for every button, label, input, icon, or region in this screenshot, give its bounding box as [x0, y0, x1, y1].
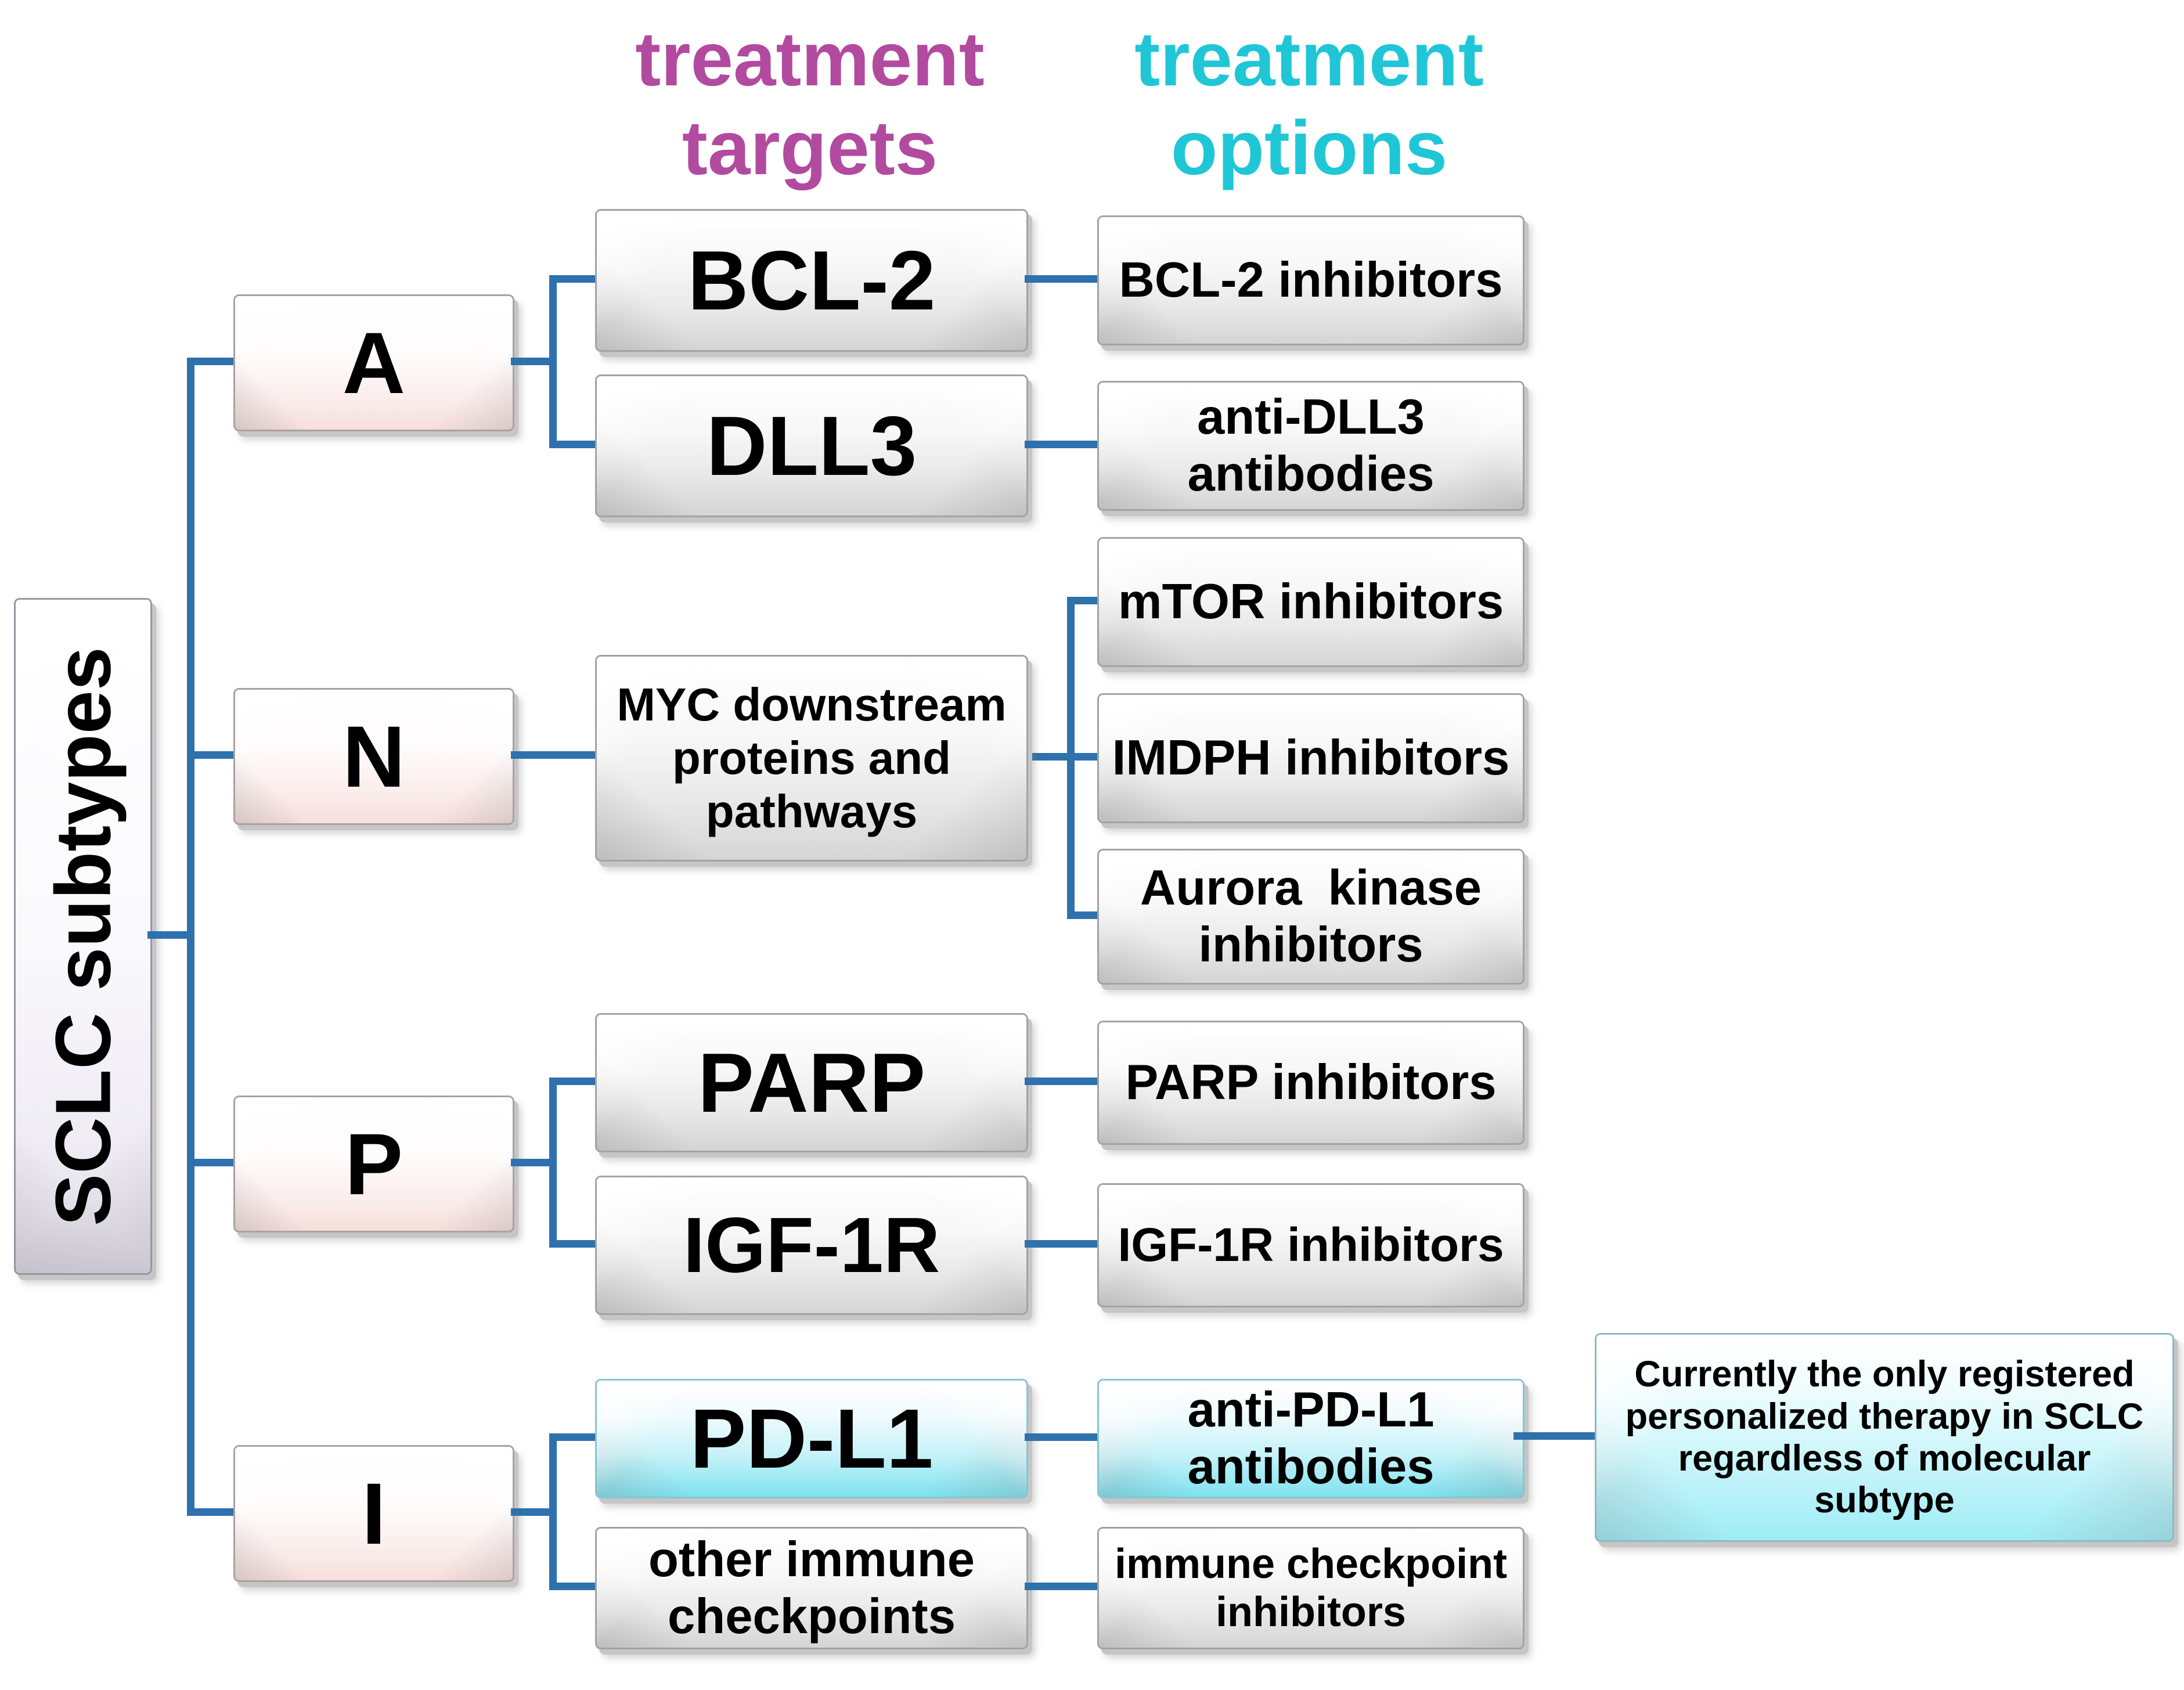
option-label-igf1r-inhibitors: IGF-1R inhibitors [1118, 1218, 1504, 1271]
subtype-label-p: P [344, 1115, 403, 1213]
option-box-igf1r-inhibitors: IGF-1R inhibitors [1097, 1183, 1525, 1307]
target-label-myc: MYC downstream proteins and pathways [617, 679, 1007, 837]
connector-bcl2-to-option [1025, 275, 1097, 283]
target-label-parp: PARP [697, 1035, 926, 1130]
subtype-box-i: I [233, 1445, 514, 1582]
connector-trunk [187, 358, 194, 1516]
connector-n-to-mtor [1067, 597, 1097, 604]
target-box-pdl1: PD-L1 [595, 1379, 1028, 1498]
option-box-anti-dll3-antibodies: anti-DLL3 antibodies [1097, 381, 1525, 511]
subtype-box-n: N [233, 688, 514, 825]
option-label-parp-inhibitors: PARP inhibitors [1125, 1055, 1497, 1111]
annotation-note-box: Currently the only registered personaliz… [1595, 1333, 2174, 1542]
connector-trunk-to-n [187, 751, 233, 759]
connector-p-out [511, 1159, 557, 1166]
target-box-igf1r: IGF-1R [595, 1176, 1028, 1315]
option-box-bcl2-inhibitors: BCL-2 inhibitors [1097, 215, 1525, 345]
connector-trunk-to-p [187, 1159, 233, 1166]
target-box-other-checkpoints: other immune checkpoints [595, 1527, 1028, 1649]
connector-dll3-to-option [1025, 441, 1097, 448]
option-box-aurora-kinase-inhibitors: Aurora kinase inhibitors [1097, 849, 1525, 985]
connector-myc-out [1025, 753, 1075, 761]
option-label-immune-checkpoint-inhibitors: immune checkpoint inhibitors [1114, 1540, 1508, 1635]
option-label-mtor-inhibitors: mTOR inhibitors [1118, 574, 1504, 630]
root-box-sclc-subtypes: SCLC subtypes [14, 598, 152, 1275]
option-box-imdph-inhibitors: IMDPH inhibitors [1097, 693, 1525, 823]
connector-p-to-parp [549, 1078, 595, 1085]
subtype-label-i: I [362, 1464, 386, 1562]
connector-i-to-pdl1 [549, 1433, 595, 1441]
connector-n-to-aurora [1067, 911, 1097, 919]
option-label-anti-dll3-antibodies: anti-DLL3 antibodies [1187, 390, 1435, 502]
connector-n-to-imdph [1067, 753, 1097, 761]
header-treatment-options-text: treatment options [1134, 16, 1484, 191]
subtype-box-p: P [233, 1096, 514, 1233]
target-box-bcl2: BCL-2 [595, 209, 1028, 352]
connector-antipdl1-to-note [1513, 1432, 1595, 1440]
header-treatment-targets-text: treatment targets [635, 16, 985, 191]
option-label-imdph-inhibitors: IMDPH inhibitors [1112, 730, 1510, 786]
connector-igf1r-to-option [1025, 1240, 1097, 1248]
target-label-pdl1: PD-L1 [690, 1391, 934, 1486]
target-box-myc: MYC downstream proteins and pathways [595, 655, 1028, 862]
connector-i-out [511, 1508, 557, 1516]
connector-a-to-bcl2 [549, 275, 595, 283]
option-label-anti-pdl1-antibodies: anti-PD-L1 antibodies [1187, 1382, 1435, 1494]
annotation-note-text: Currently the only registered personaliz… [1625, 1354, 2144, 1521]
option-box-immune-checkpoint-inhibitors: immune checkpoint inhibitors [1097, 1527, 1525, 1649]
option-label-bcl2-inhibitors: BCL-2 inhibitors [1119, 253, 1503, 308]
target-label-igf1r: IGF-1R [683, 1201, 940, 1289]
option-box-parp-inhibitors: PARP inhibitors [1097, 1021, 1525, 1145]
connector-p-junction [549, 1078, 557, 1248]
subtype-box-a: A [233, 294, 514, 431]
connector-a-out [511, 358, 557, 365]
target-box-dll3: DLL3 [595, 374, 1028, 517]
header-treatment-options: treatment options [1097, 15, 1521, 192]
option-label-aurora-kinase-inhibitors: Aurora kinase inhibitors [1140, 860, 1482, 972]
target-box-parp: PARP [595, 1013, 1028, 1152]
connector-other-to-option [1025, 1583, 1097, 1590]
subtype-label-a: A [342, 314, 406, 412]
connector-p-to-igf1r [549, 1240, 595, 1248]
option-box-anti-pdl1-antibodies: anti-PD-L1 antibodies [1097, 1379, 1525, 1498]
connector-parp-to-option [1025, 1078, 1097, 1085]
target-label-bcl2: BCL-2 [687, 233, 936, 327]
connector-root-to-trunk [147, 931, 194, 939]
target-label-dll3: DLL3 [706, 398, 917, 493]
option-box-mtor-inhibitors: mTOR inhibitors [1097, 537, 1525, 667]
connector-a-to-dll3 [549, 441, 595, 448]
subtype-label-n: N [342, 707, 406, 805]
connector-trunk-to-i [187, 1508, 233, 1516]
connector-trunk-to-a [187, 358, 233, 365]
connector-i-junction [549, 1433, 557, 1590]
header-treatment-targets: treatment targets [595, 15, 1025, 192]
connector-n-to-myc [511, 751, 595, 759]
connector-a-junction [549, 275, 557, 448]
connector-pdl1-to-option [1025, 1433, 1097, 1441]
connector-i-to-other [549, 1583, 595, 1590]
root-label: SCLC subtypes [39, 647, 127, 1226]
target-label-other-checkpoints: other immune checkpoints [648, 1532, 975, 1644]
